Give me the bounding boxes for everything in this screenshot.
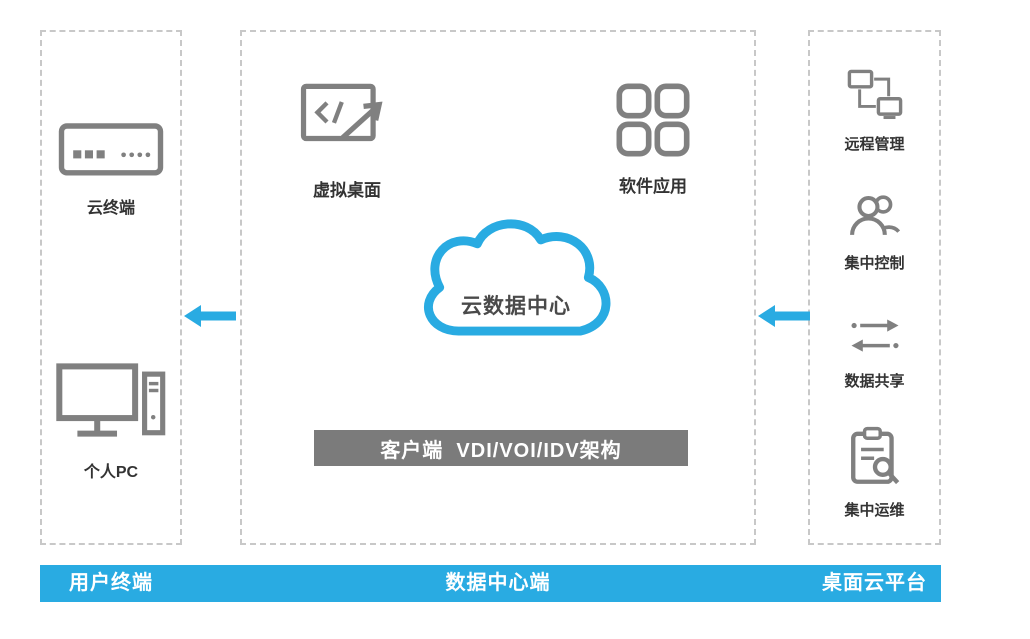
data-sharing-item: 数据共享 <box>810 314 939 391</box>
software-app-label: 软件应用 <box>619 177 687 196</box>
remote-management-item: 远程管理 <box>810 68 939 154</box>
central-control-item: 集中控制 <box>810 192 939 273</box>
personal-pc-icon <box>56 363 166 437</box>
left-arrow-icon <box>758 305 810 327</box>
left-arrow-icon <box>184 305 236 327</box>
remote-management-label: 远程管理 <box>844 136 905 153</box>
cloud-terminal-label: 云终端 <box>86 200 135 217</box>
footer-user-terminal: 用户终端 <box>69 572 153 594</box>
virtual-desktop-item: 虚拟桌面 <box>272 82 422 201</box>
architecture-banner: 客户端 VDI/VOI/IDV架构 <box>314 430 688 466</box>
cloud-icon <box>424 219 611 336</box>
personal-pc-label: 个人PC <box>83 464 139 481</box>
central-ops-icon <box>850 426 899 485</box>
software-app-item: 软件应用 <box>578 82 728 197</box>
cloud-terminal-item: 云终端 <box>42 117 180 218</box>
central-control-icon <box>849 195 900 235</box>
central-control-label: 集中控制 <box>844 255 905 272</box>
footer-desktop-cloud: 桌面云平台 <box>822 572 927 594</box>
data-sharing-icon <box>850 319 899 352</box>
virtual-desktop-icon <box>300 83 383 142</box>
desktop-cloud-panel: 远程管理 集中控制 数据共享 <box>808 30 941 545</box>
cloud-data-center: 云数据中心 <box>402 200 630 358</box>
footer-bar: 用户终端 数据中心端 桌面云平台 <box>40 565 941 602</box>
arrow-center-to-left <box>184 305 236 327</box>
virtual-desktop-label: 虚拟桌面 <box>313 181 381 200</box>
arrow-right-to-center <box>758 305 810 327</box>
central-ops-label: 集中运维 <box>844 502 905 519</box>
personal-pc-item: 个人PC <box>42 362 180 482</box>
user-terminal-panel: 云终端 个人PC <box>40 30 182 545</box>
data-sharing-label: 数据共享 <box>844 373 905 390</box>
footer-data-center: 数据中心端 <box>445 572 551 594</box>
cloud-label: 云数据中心 <box>461 295 571 318</box>
data-center-panel: 虚拟桌面 软件应用 云数据中心 客户端 VDI/VOI/IDV架构 <box>240 30 756 545</box>
remote-management-icon <box>847 69 902 120</box>
software-app-icon <box>616 83 690 157</box>
central-ops-item: 集中运维 <box>810 426 939 520</box>
cloud-terminal-icon <box>58 123 164 176</box>
